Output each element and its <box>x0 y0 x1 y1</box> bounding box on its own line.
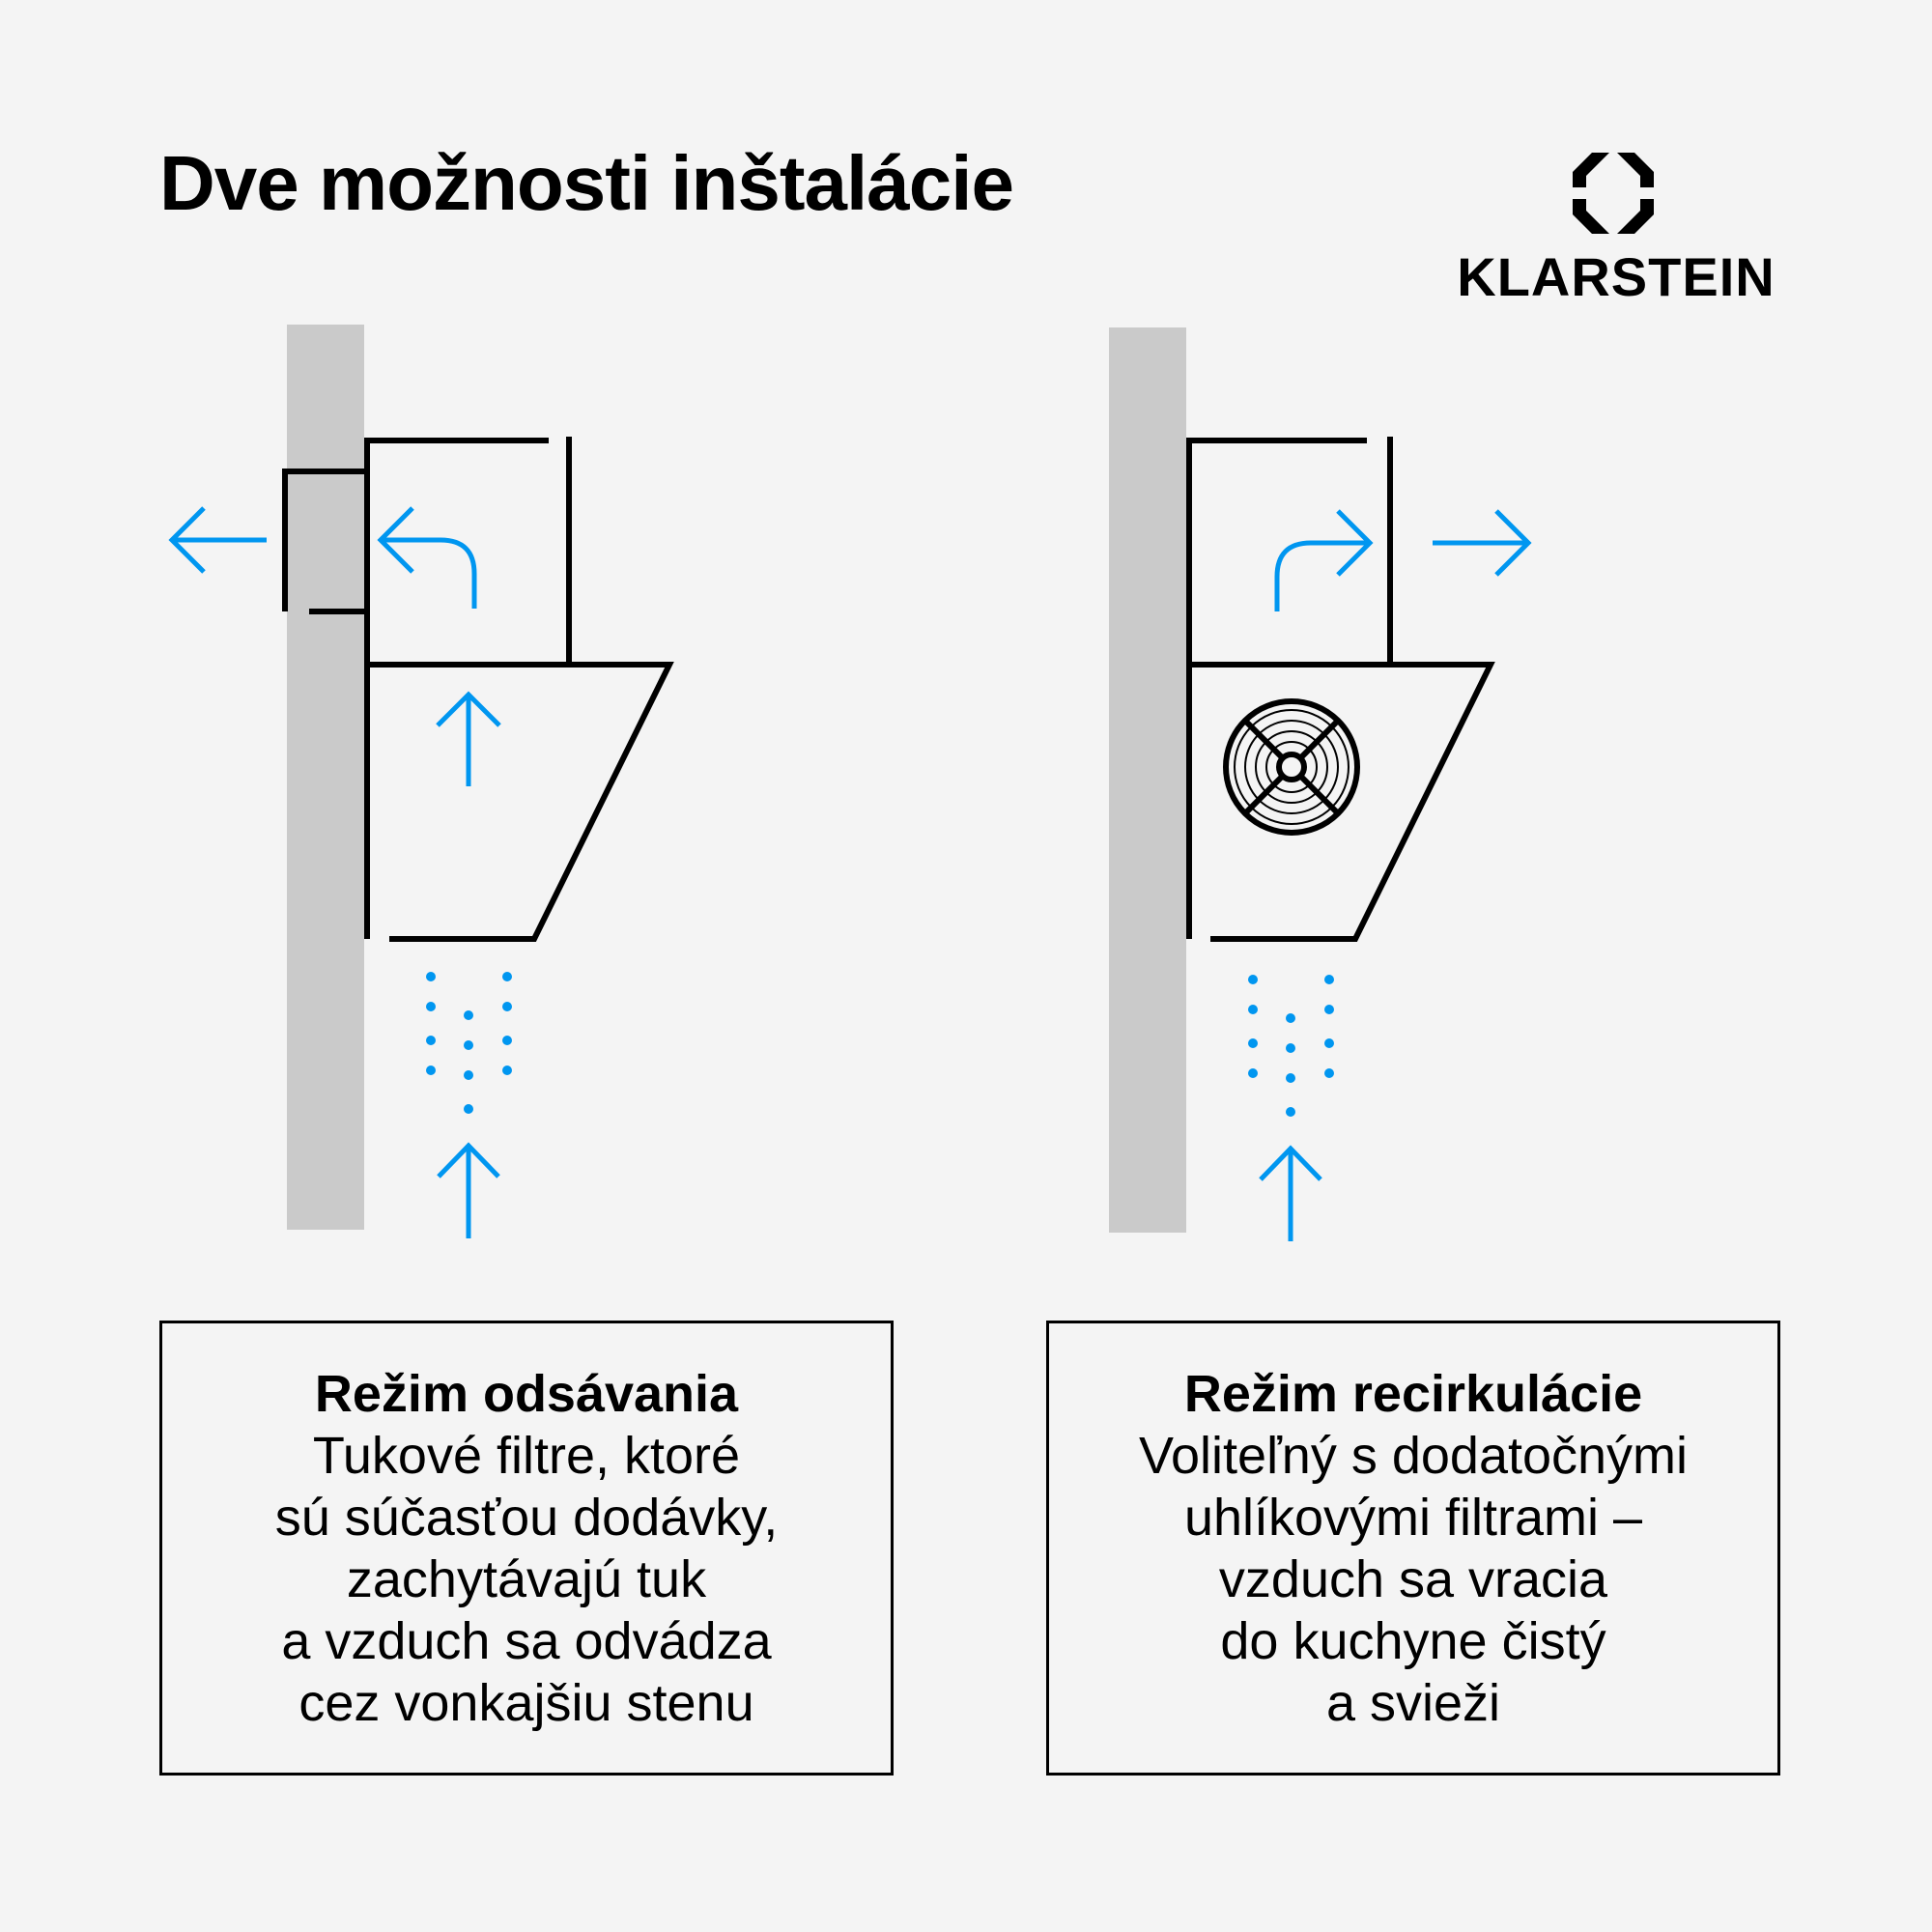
arrow-left-out-icon <box>168 506 267 574</box>
fan-icon <box>1223 698 1360 836</box>
arrow-up-bottom-icon <box>437 1142 500 1238</box>
steam-dots <box>426 972 512 1114</box>
arrow-up-icon <box>436 691 501 786</box>
brand-name: KLARSTEIN <box>1457 246 1776 307</box>
wall-right <box>1109 327 1186 1233</box>
mode-description-line: Voliteľný s dodatočnými <box>1138 1426 1689 1485</box>
arrow-right-out-icon <box>1433 509 1532 577</box>
mode-description-line: sú súčasťou dodávky, <box>274 1488 779 1547</box>
recirculation-mode-diagram <box>1109 327 1532 1241</box>
chimney-right <box>1186 437 1393 665</box>
hood-left <box>364 662 674 942</box>
mode-title: Režim recirkulácie <box>1183 1364 1643 1423</box>
hood-right <box>1186 662 1495 942</box>
mode-description-line: cez vonkajšiu stenu <box>298 1673 754 1732</box>
klarstein-logo-icon <box>1573 153 1654 234</box>
mode-title: Režim odsávania <box>314 1364 739 1423</box>
chimney-left <box>364 437 572 665</box>
mode-description-line: a vzduch sa odvádza <box>281 1611 772 1670</box>
mode-description-line: uhlíkovými filtrami – <box>1183 1488 1643 1547</box>
mode-description-line: do kuchyne čistý <box>1220 1611 1606 1670</box>
mode-description-line: Tukové filtre, ktoré <box>312 1426 741 1485</box>
mode-description-line: zachytávajú tuk <box>346 1549 707 1608</box>
recirculation-mode-card: Režim recirkulácie Voliteľný s dodatočný… <box>1046 1321 1780 1776</box>
mode-description-line: a svieži <box>1325 1673 1501 1732</box>
arrow-up-bottom-icon <box>1259 1145 1322 1241</box>
page-title: Dve možnosti inštalácie <box>159 140 1014 226</box>
curved-arrow-right-icon <box>1274 509 1374 611</box>
exhaust-mode-card: Režim odsávania Tukové filtre, ktoré sú … <box>159 1321 894 1776</box>
wall-left <box>287 325 364 1230</box>
steam-dots <box>1248 975 1334 1117</box>
exhaust-mode-diagram <box>168 325 674 1238</box>
mode-description-line: vzduch sa vracia <box>1218 1549 1608 1608</box>
curved-arrow-left-icon <box>377 506 477 609</box>
external-duct <box>282 469 367 614</box>
